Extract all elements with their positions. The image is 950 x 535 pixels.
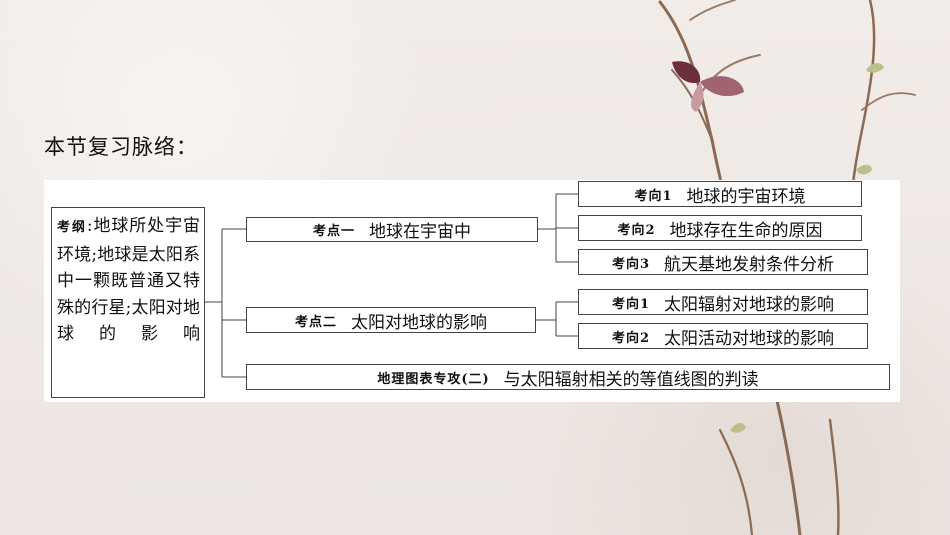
topic-1-label: 地球在宇宙中 [369, 222, 471, 242]
direction-1-2-tag: 考向2 [617, 222, 656, 238]
topic-2-box: 考点二 太阳对地球的影响 [246, 307, 536, 333]
syllabus-box: 考纲:地球所处宇宙环境;地球是太阳系中一颗既普通又特殊的行星;太阳对地球的影响 [51, 207, 205, 398]
topic-1-tag: 考点一 [312, 224, 355, 239]
direction-1-3-tag: 考向3 [611, 256, 651, 272]
direction-2-1-tag: 考向1 [611, 296, 651, 312]
syllabus-text: :地球所处宇宙环境;地球是太阳系中一颗既普通又特殊的行星;太阳对地球的影响 [57, 216, 200, 344]
topic-2-tag: 考点二 [294, 314, 337, 330]
direction-2-1-label: 太阳辐射对地球的影响 [664, 294, 835, 315]
direction-2-2-tag: 考向2 [611, 330, 651, 346]
direction-1-1-box: 考向1 地球的宇宙环境 [578, 181, 862, 207]
page-heading: 本节复习脉络： [44, 135, 198, 159]
direction-1-2-label: 地球存在生命的原因 [669, 220, 823, 241]
direction-1-3-label: 航天基地发射条件分析 [664, 254, 835, 275]
syllabus-tag: 考纲 [57, 220, 87, 235]
direction-2-1-box: 考向1 太阳辐射对地球的影响 [578, 289, 868, 315]
direction-1-2-box: 考向2 地球存在生命的原因 [578, 215, 862, 241]
special-topic-label: 与太阳辐射相关的等值线图的判读 [503, 369, 759, 390]
topic-2-label: 太阳对地球的影响 [351, 312, 487, 333]
topic-1-box: 考点一 地球在宇宙中 [246, 217, 538, 242]
direction-2-2-box: 考向2 太阳活动对地球的影响 [578, 323, 868, 349]
direction-2-2-label: 太阳活动对地球的影响 [664, 328, 835, 349]
special-topic-tag: 地理图表专攻(二) [377, 371, 490, 387]
direction-1-1-tag: 考向1 [634, 188, 673, 204]
direction-1-3-box: 考向3 航天基地发射条件分析 [578, 249, 868, 275]
special-topic-box: 地理图表专攻(二) 与太阳辐射相关的等值线图的判读 [246, 364, 890, 390]
direction-1-1-label: 地球的宇宙环境 [686, 186, 806, 207]
